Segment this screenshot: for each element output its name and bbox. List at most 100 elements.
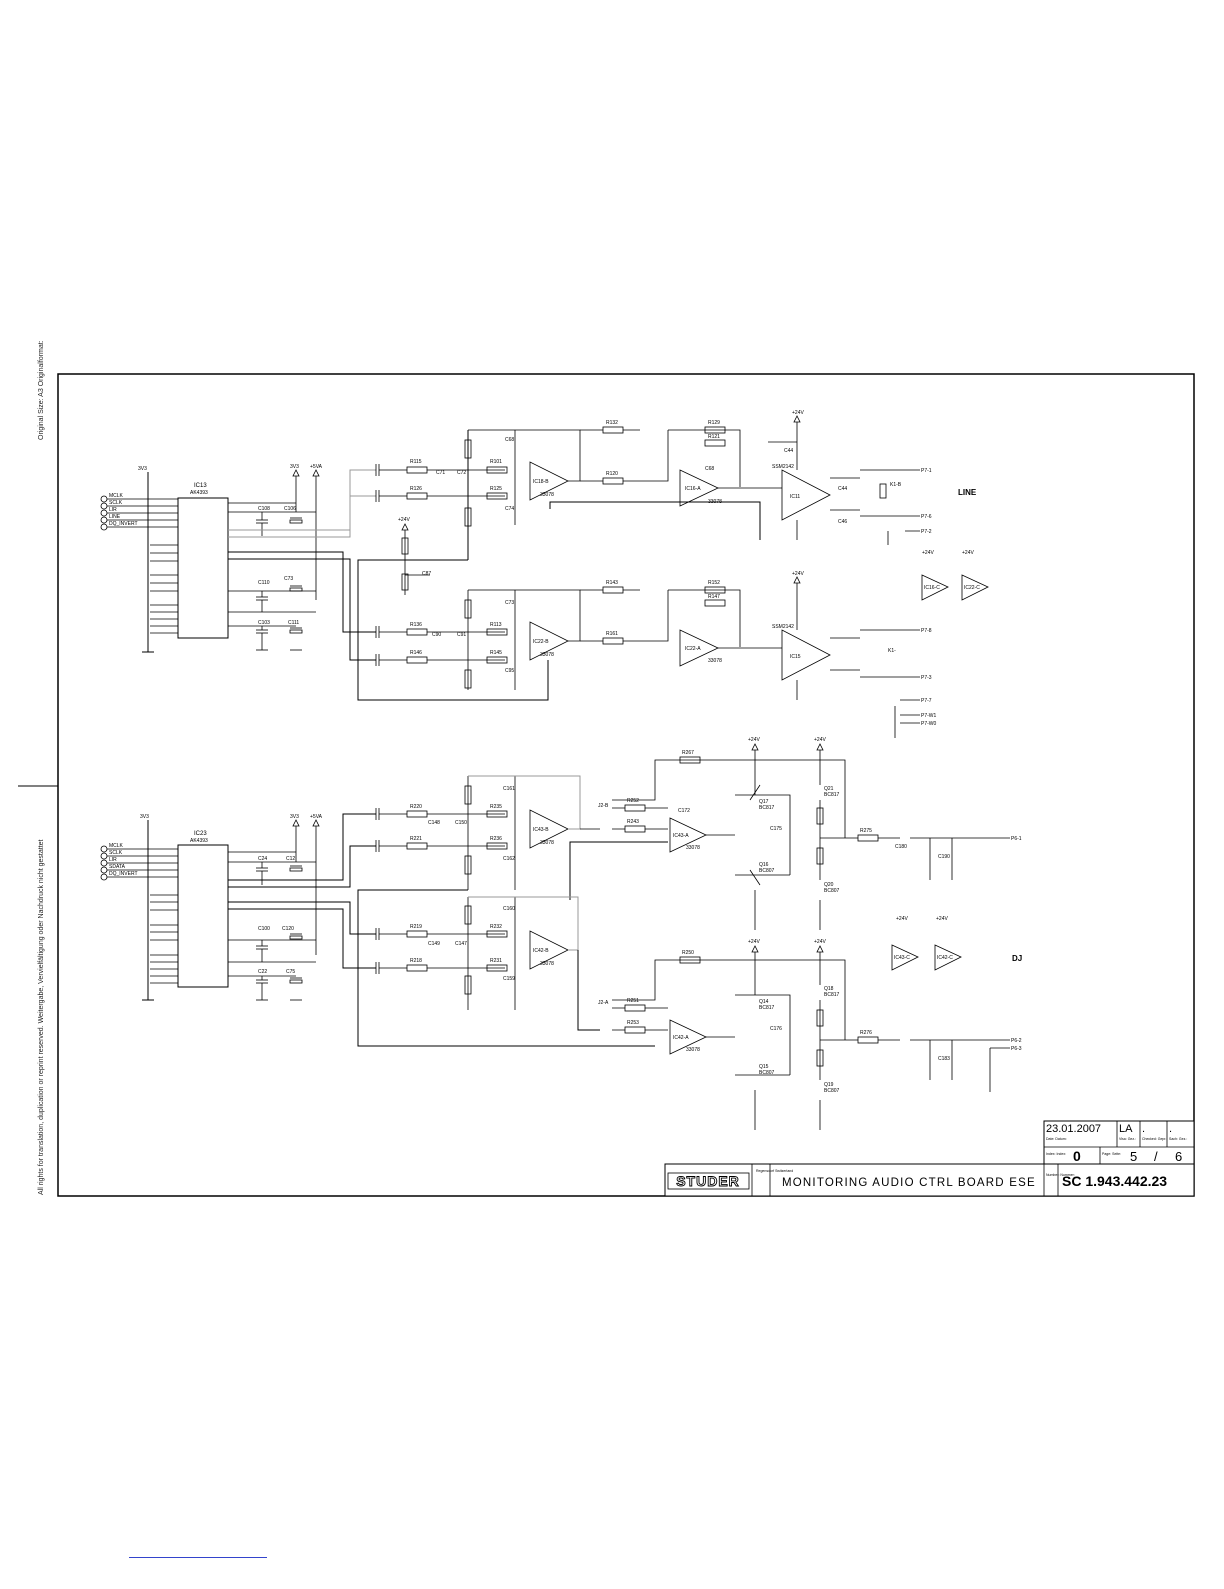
- top-input-mclk: MCLK: [109, 493, 124, 499]
- rail-3v3-bottom-left: 3V3: [140, 814, 149, 820]
- c46-label: C46: [838, 519, 847, 525]
- c-label-22b: C73: [505, 600, 514, 606]
- ic16c-ref: IC16-C: [924, 585, 940, 591]
- c75-label: C75: [286, 969, 295, 975]
- top-input-lir: LIR: [109, 507, 117, 513]
- studer-logo: STUDER: [676, 1173, 740, 1189]
- rail-24v-spare2: +24V: [962, 550, 974, 556]
- r235-label: R235: [490, 804, 502, 810]
- ic18b-ref: IC18-B: [533, 479, 549, 485]
- rail-3v3-top: 3V3: [290, 464, 299, 470]
- conn-p6-2: P6-2: [1011, 1038, 1022, 1044]
- ic22a-part: 33078: [708, 658, 722, 664]
- bottom-input-mclk: MCLK: [109, 843, 124, 849]
- q18-ref: Q18: [824, 986, 834, 992]
- conn-p7-2: P7-2: [921, 529, 932, 535]
- c108-label: C108: [258, 506, 270, 512]
- rail-24v-spare1: +24V: [922, 550, 934, 556]
- q20-part: BC807: [824, 888, 840, 894]
- sheet-border: [57, 373, 1195, 1197]
- c-label-16a: C68: [705, 466, 714, 472]
- ic42a-part: 33078: [686, 1047, 700, 1053]
- c110-label: C110: [258, 580, 270, 586]
- ic15-part: SSM2142: [772, 624, 794, 630]
- ic11-ref: IC11: [790, 494, 800, 500]
- studer-logo-box: [667, 1172, 750, 1190]
- q15-part: BC807: [759, 1070, 775, 1076]
- c72-label: C72: [457, 470, 466, 476]
- tb-checked-label: Checked: Gepr.:: [1142, 1137, 1167, 1141]
- r121-label: R121: [708, 434, 720, 440]
- tb-page-sep: /: [1154, 1149, 1158, 1164]
- r161-label: R161: [606, 631, 618, 637]
- c176-label: C176: [770, 1026, 782, 1032]
- r125-label: R125: [490, 486, 502, 492]
- r219-label: R219: [410, 924, 422, 930]
- c190-label: C190: [938, 854, 950, 860]
- rail-24v-spare3: +24V: [896, 916, 908, 922]
- r146-label: R146: [410, 650, 422, 656]
- ic43c-ref: IC43-C: [894, 955, 910, 961]
- footer-link-rule: [129, 1557, 267, 1558]
- r236-label: R236: [490, 836, 502, 842]
- ic22b-part: 33078: [540, 652, 554, 658]
- bottom-dac-decoupling: 3V3 +5VA C24 C12 C100 C120 C22 C75: [228, 814, 323, 1001]
- c-label-ic11: C44: [784, 448, 793, 454]
- ic43a-part: 33078: [686, 845, 700, 851]
- conn-p7-w1: P7-W1: [921, 713, 937, 719]
- rail-24v-spare4: +24V: [936, 916, 948, 922]
- bottom-input-ports: MCLK SCLK LIR SDATA DQ_INVERT: [100, 843, 178, 881]
- c73-label: C73: [284, 576, 293, 582]
- rail-3v3-top-left: 3V3: [138, 466, 147, 472]
- c12-label: C12: [286, 856, 295, 862]
- ic23-part: AK4393: [190, 838, 208, 844]
- q14-ref: Q14: [759, 999, 769, 1005]
- ic16a-ref: IC16-A: [685, 486, 701, 492]
- r145-label: R145: [490, 650, 502, 656]
- j2b-label: J2-B: [598, 803, 609, 809]
- q21-part: BC817: [824, 792, 840, 798]
- line-channel-a: R115 R126 C71 C72 R101 R125 C68 C74 IC18…: [357, 410, 932, 701]
- r115-label: R115: [410, 459, 422, 465]
- dj-channel-a: R220 R221 C148 C150 R235 R236 C161 C162 …: [357, 737, 1022, 1047]
- c149-label: C149: [428, 941, 440, 947]
- c172-label: C172: [678, 808, 690, 814]
- r232-label: R232: [490, 924, 502, 930]
- tb-index: 0: [1073, 1148, 1081, 1164]
- r250-label: R250: [682, 950, 694, 956]
- ic43a-ref: IC43-A: [673, 833, 689, 839]
- r132-label: R132: [606, 420, 618, 426]
- c162-label: C162: [503, 856, 515, 862]
- tb-drawn: LA: [1119, 1123, 1133, 1135]
- conn-p7-8: P7-8: [921, 628, 932, 634]
- r253-label: R253: [627, 1020, 639, 1026]
- ic23-ref: IC23: [194, 831, 207, 837]
- r120-label: R120: [606, 471, 618, 477]
- tb-page-label: Page: Seite:: [1102, 1152, 1121, 1156]
- q14-part: BC817: [759, 1005, 775, 1011]
- c87-label: C87: [422, 571, 431, 577]
- top-input-ports: MCLK SCLK LIR LINE DQ_INVERT: [100, 493, 178, 531]
- conn-p6-3: P6-3: [1011, 1046, 1022, 1052]
- section-label-line: LINE: [958, 488, 977, 497]
- r152-label: R152: [708, 580, 720, 586]
- q17-ref: Q17: [759, 799, 769, 805]
- title-block: 23.01.2007 Date: Datum: LA Visa: Gez.: .…: [664, 1120, 1195, 1197]
- c183-label: C183: [938, 1056, 950, 1062]
- c90-label: C90: [432, 632, 441, 638]
- bottom-input-dq-invert: DQ_INVERT: [109, 871, 138, 877]
- top-input-dq-invert: DQ_INVERT: [109, 521, 138, 527]
- q17-part: BC817: [759, 805, 775, 811]
- c91-label: C91: [457, 632, 466, 638]
- r126-label: R126: [410, 486, 422, 492]
- tb-approved-label: Sach: Gez.:: [1169, 1137, 1187, 1141]
- ic42a-ref: IC42-A: [673, 1035, 689, 1041]
- rail-5va-bottom: +5VA: [310, 814, 323, 820]
- c120-label: C120: [282, 926, 294, 932]
- tb-approved: .: [1169, 1123, 1172, 1135]
- q21-ref: Q21: [824, 786, 834, 792]
- dj-channel-b: R219 R218 C149 C147 R232 R231 C160 C159 …: [375, 896, 1022, 1130]
- k1b-relay: K1-B: [890, 482, 902, 488]
- q20-ref: Q20: [824, 882, 834, 888]
